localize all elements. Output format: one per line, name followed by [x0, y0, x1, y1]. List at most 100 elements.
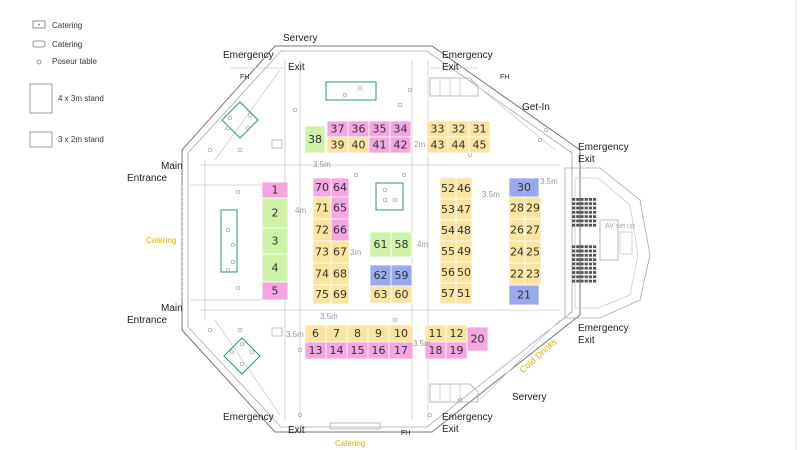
stand-19[interactable]: 19 — [445, 341, 468, 360]
stand-70[interactable]: 70 — [312, 177, 332, 198]
stand-13[interactable]: 13 — [304, 341, 327, 360]
stand-36[interactable]: 36 — [347, 120, 370, 138]
stand-15[interactable]: 15 — [346, 341, 369, 360]
stand-33[interactable]: 33 — [426, 120, 449, 138]
stand-1[interactable]: 1 — [261, 181, 289, 199]
stand-41[interactable]: 41 — [368, 136, 391, 154]
stand-71[interactable]: 71 — [312, 196, 332, 220]
stand-43[interactable]: 43 — [426, 136, 449, 154]
stand-10[interactable]: 10 — [388, 324, 414, 343]
stand-75-box[interactable] — [312, 284, 332, 305]
stand-11[interactable]: 11 — [424, 324, 447, 343]
stand-48[interactable]: 48 — [455, 219, 473, 242]
stand-63[interactable]: 63 — [369, 285, 392, 304]
stand-61[interactable]: 61 — [369, 231, 392, 258]
stand-12[interactable]: 12 — [445, 324, 468, 343]
stand-60[interactable]: 60 — [390, 285, 413, 304]
stand-49[interactable]: 49 — [455, 240, 473, 263]
stand-21[interactable]: 21 — [508, 284, 540, 306]
stage-seat — [588, 198, 592, 201]
stand-22-number: 22 — [510, 268, 524, 281]
stand-32[interactable]: 32 — [447, 120, 470, 138]
poseur-table — [342, 92, 348, 98]
stand-20[interactable]: 20 — [466, 326, 489, 352]
stand-53[interactable]: 53 — [439, 198, 457, 221]
stand-75[interactable]: 75 — [312, 284, 332, 305]
stand-74[interactable]: 74 — [312, 262, 332, 286]
stand-54[interactable]: 54 — [439, 219, 457, 242]
stand-50[interactable]: 50 — [455, 261, 473, 284]
stand-61-box[interactable] — [369, 231, 392, 258]
stand-2[interactable]: 2 — [261, 197, 289, 229]
stand-27[interactable]: 27 — [524, 218, 542, 242]
stand-17-box[interactable] — [388, 341, 414, 360]
stand-34[interactable]: 34 — [389, 120, 412, 138]
stand-16[interactable]: 16 — [367, 341, 390, 360]
stand-26[interactable]: 26 — [508, 218, 526, 242]
stand-55-number: 55 — [441, 245, 455, 258]
poseur-table — [353, 172, 359, 178]
stand-30[interactable]: 30 — [508, 177, 540, 198]
stand-7[interactable]: 7 — [325, 324, 348, 343]
stand-42-box[interactable] — [389, 136, 412, 154]
stand-42[interactable]: 42 — [389, 136, 412, 154]
stand-13-number: 13 — [309, 344, 323, 357]
stand-72[interactable]: 72 — [312, 218, 332, 242]
stage-seat — [576, 223, 580, 227]
stand-22[interactable]: 22 — [508, 262, 526, 286]
stand-67[interactable]: 67 — [330, 240, 350, 264]
stand-37[interactable]: 37 — [326, 120, 349, 138]
stand-55[interactable]: 55 — [439, 240, 457, 263]
stand-5[interactable]: 5 — [261, 281, 289, 301]
stand-31[interactable]: 31 — [468, 120, 491, 138]
stand-30-box[interactable] — [508, 177, 540, 198]
stand-39[interactable]: 39 — [326, 136, 349, 154]
stand-42-number: 42 — [394, 139, 408, 152]
stand-63-box[interactable] — [369, 285, 392, 304]
stand-6[interactable]: 6 — [304, 324, 327, 343]
stand-64[interactable]: 64 — [330, 177, 350, 198]
stand-8[interactable]: 8 — [346, 324, 369, 343]
stand-40[interactable]: 40 — [347, 136, 370, 154]
poseur-table — [225, 267, 231, 273]
stand-57-box[interactable] — [439, 282, 457, 305]
stand-9[interactable]: 9 — [367, 324, 390, 343]
stand-3-box[interactable] — [261, 227, 289, 255]
stand-65[interactable]: 65 — [330, 196, 350, 220]
stand-25[interactable]: 25 — [524, 240, 542, 264]
stand-24[interactable]: 24 — [508, 240, 526, 264]
stand-5-box[interactable] — [261, 281, 289, 301]
stand-45-box[interactable] — [468, 136, 491, 154]
stand-23[interactable]: 23 — [524, 262, 542, 286]
stand-62[interactable]: 62 — [369, 264, 392, 287]
stand-17[interactable]: 17 — [388, 341, 414, 360]
stand-51[interactable]: 51 — [455, 282, 473, 305]
stage-seat — [584, 210, 588, 214]
stand-56[interactable]: 56 — [439, 261, 457, 284]
stand-47[interactable]: 47 — [455, 198, 473, 221]
stand-69[interactable]: 69 — [330, 284, 350, 305]
stand-14[interactable]: 14 — [325, 341, 348, 360]
stand-68[interactable]: 68 — [330, 262, 350, 286]
stage-seat — [588, 245, 592, 249]
stand-58[interactable]: 58 — [390, 231, 413, 258]
stand-44[interactable]: 44 — [447, 136, 470, 154]
stand-57[interactable]: 57 — [439, 282, 457, 305]
stand-4[interactable]: 4 — [261, 253, 289, 283]
stand-66[interactable]: 66 — [330, 218, 350, 242]
stand-46[interactable]: 46 — [455, 177, 473, 200]
stand-3[interactable]: 3 — [261, 227, 289, 255]
stand-30-number: 30 — [517, 181, 531, 194]
stand-59[interactable]: 59 — [390, 264, 413, 287]
stand-45[interactable]: 45 — [468, 136, 491, 154]
stand-28[interactable]: 28 — [508, 196, 526, 220]
stand-4-box[interactable] — [261, 253, 289, 283]
stand-35[interactable]: 35 — [368, 120, 391, 138]
stand-73[interactable]: 73 — [312, 240, 332, 264]
stand-20-box[interactable] — [466, 326, 489, 352]
stand-38[interactable]: 38 — [304, 125, 326, 154]
stand-38-box[interactable] — [304, 125, 326, 154]
stand-29[interactable]: 29 — [524, 196, 542, 220]
stand-52[interactable]: 52 — [439, 177, 457, 200]
stand-2-box[interactable] — [261, 197, 289, 229]
